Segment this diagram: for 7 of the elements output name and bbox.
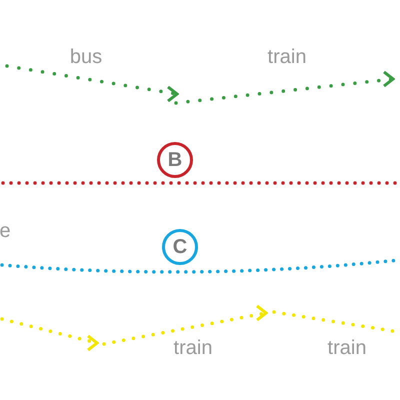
route-letter-badge: C [162, 229, 198, 265]
cut-off-label: e [0, 220, 11, 242]
route-label: train [174, 337, 212, 359]
route-letter-badge: B [157, 142, 193, 178]
route-label: train [268, 46, 306, 68]
route-label: bus [70, 46, 102, 68]
route-label: train [328, 337, 366, 359]
